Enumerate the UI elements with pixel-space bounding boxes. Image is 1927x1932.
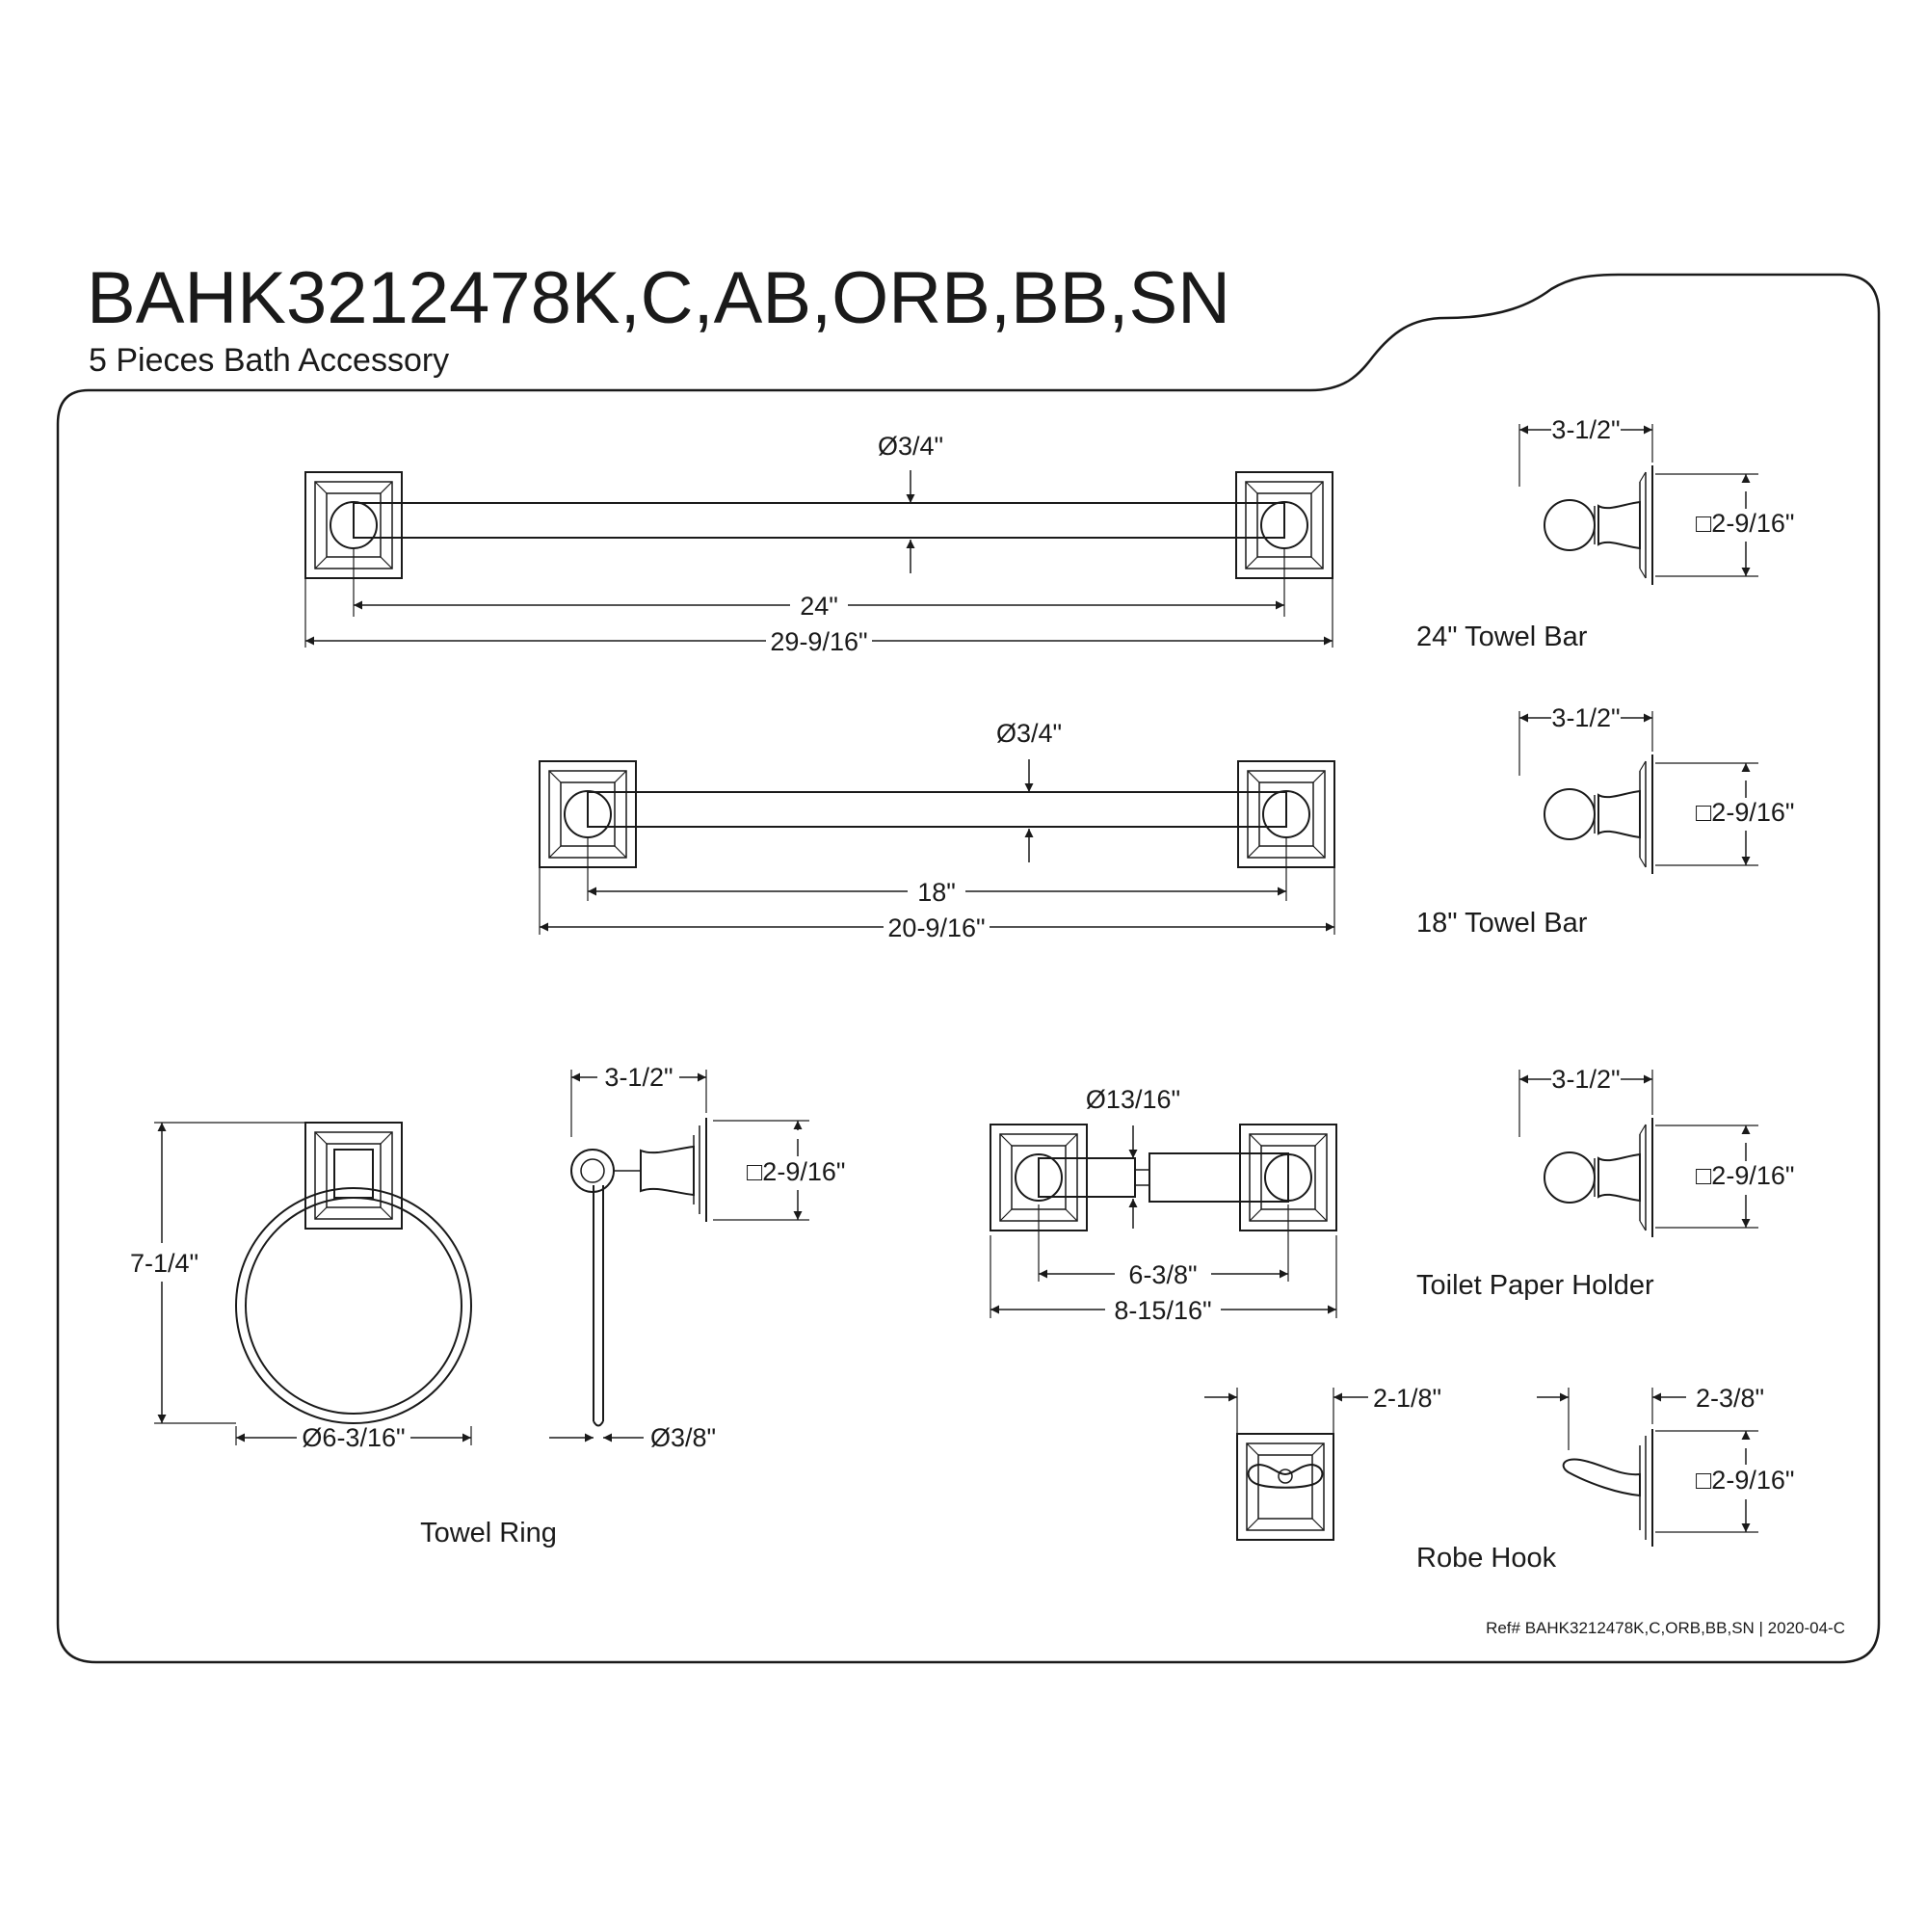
reference-note: Ref# BAHK3212478K,C,ORB,BB,SN | 2020-04-… xyxy=(1486,1619,1845,1637)
towel-bar-24-bar-diameter: Ø3/4" xyxy=(878,432,943,461)
towel-bar-18-bar-diameter: Ø3/4" xyxy=(996,719,1062,748)
towel-ring-height: 7-1/4" xyxy=(130,1249,198,1278)
toilet-paper-holder-plate-size: □2-9/16" xyxy=(1696,1161,1794,1190)
robe-hook-side-view xyxy=(1537,1388,1758,1547)
towel-ring-side-view xyxy=(570,1118,707,1427)
towel-bar-18-overall-length: 20-9/16" xyxy=(887,913,985,942)
toilet-paper-holder-rod-diameter: Ø13/16" xyxy=(1086,1085,1180,1114)
drawing-frame xyxy=(56,273,1881,1664)
towel-bar-24-caption: 24" Towel Bar xyxy=(1416,622,1588,652)
towel-ring-rod-diameter: Ø3/8" xyxy=(650,1423,716,1452)
toilet-paper-holder-front-view xyxy=(990,1124,1337,1231)
towel-ring-side-dimensions xyxy=(549,1070,809,1442)
towel-bar-24-front-view xyxy=(304,471,1333,579)
towel-bar-18-bar-length: 18" xyxy=(917,878,956,907)
page-title: BAHK3212478K,C,AB,ORB,BB,SN xyxy=(87,257,1230,339)
robe-hook-front-view xyxy=(1236,1433,1334,1541)
robe-hook-dimensions xyxy=(1204,1388,1368,1434)
towel-bar-24-side-view xyxy=(1518,424,1758,586)
towel-ring-caption: Towel Ring xyxy=(420,1518,557,1548)
towel-ring-projection: 3-1/2" xyxy=(604,1063,673,1092)
towel-ring-front-view xyxy=(235,1122,472,1424)
towel-bar-24-dimensions xyxy=(304,470,1333,654)
robe-hook-width: 2-1/8" xyxy=(1373,1384,1441,1413)
towel-ring-diameter: Ø6-3/16" xyxy=(302,1423,405,1452)
towel-bar-24-projection: 3-1/2" xyxy=(1551,415,1620,444)
towel-bar-24-plate-size: □2-9/16" xyxy=(1696,509,1794,538)
towel-ring-dimensions xyxy=(154,1122,472,1445)
robe-hook-caption: Robe Hook xyxy=(1416,1543,1557,1574)
towel-bar-24-overall-length: 29-9/16" xyxy=(770,627,867,656)
towel-bar-18-side-view xyxy=(1518,711,1758,875)
towel-bar-24-bar-length: 24" xyxy=(800,592,838,621)
toilet-paper-holder-overall-length: 8-15/16" xyxy=(1114,1296,1211,1325)
towel-bar-18-front-view xyxy=(539,760,1335,868)
towel-bar-18-projection: 3-1/2" xyxy=(1551,703,1620,732)
toilet-paper-holder-side-view xyxy=(1518,1070,1758,1238)
towel-bar-18-plate-size: □2-9/16" xyxy=(1696,798,1794,827)
page-subtitle: 5 Pieces Bath Accessory xyxy=(89,342,449,379)
towel-ring-plate-size: □2-9/16" xyxy=(747,1157,845,1186)
towel-bar-18-dimensions xyxy=(539,759,1335,940)
robe-hook-projection: 2-3/8" xyxy=(1696,1384,1764,1413)
toilet-paper-holder-inner-length: 6-3/8" xyxy=(1128,1260,1197,1289)
toilet-paper-holder-dimensions xyxy=(990,1125,1337,1323)
towel-bar-18-caption: 18" Towel Bar xyxy=(1416,908,1588,939)
toilet-paper-holder-caption: Toilet Paper Holder xyxy=(1416,1270,1654,1301)
robe-hook-plate-size: □2-9/16" xyxy=(1696,1466,1794,1495)
toilet-paper-holder-projection: 3-1/2" xyxy=(1551,1065,1620,1094)
